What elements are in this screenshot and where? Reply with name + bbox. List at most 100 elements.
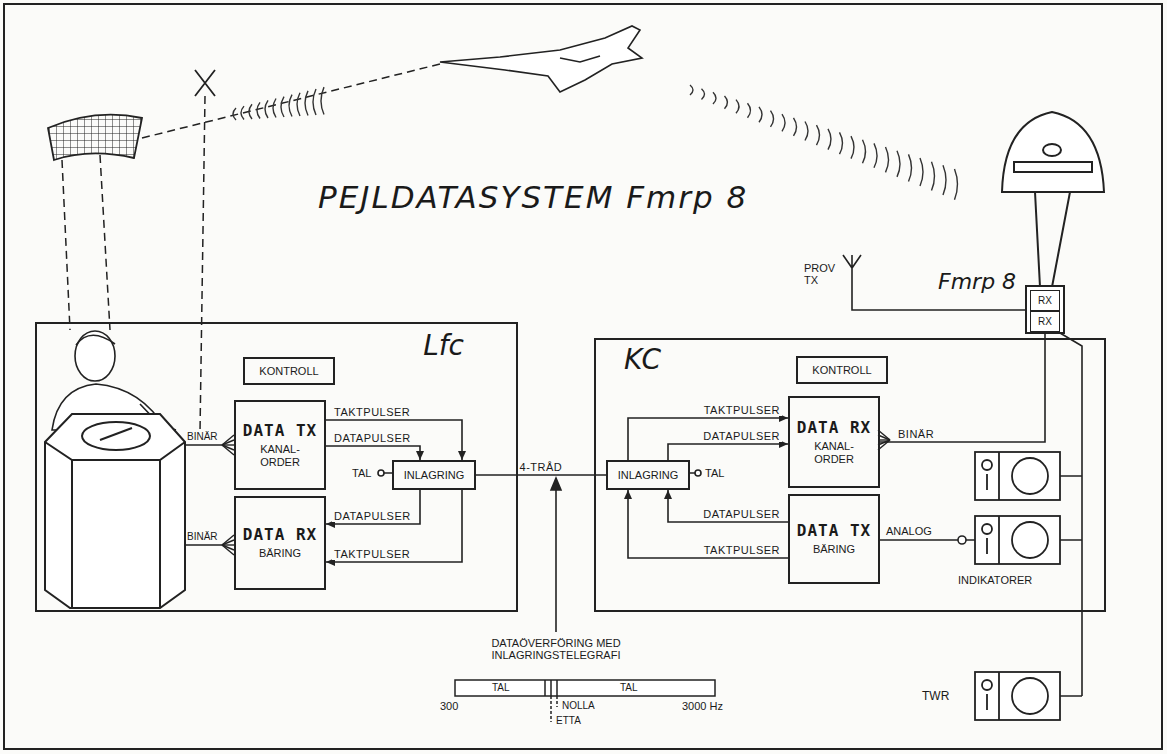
feed-wire xyxy=(1060,333,1082,696)
wave-arc xyxy=(955,169,958,200)
data-unit-box: DATA TXBÄRING xyxy=(788,494,880,584)
frequency-band xyxy=(545,680,557,696)
data-unit-box: DATA TX KANAL- ORDER xyxy=(234,400,326,490)
wave-arc xyxy=(943,165,946,195)
indicator-detail xyxy=(987,672,999,720)
indicator-housing xyxy=(975,672,1060,720)
signal-label: BINÄR xyxy=(187,531,218,542)
box-label: DATA TX xyxy=(243,422,317,440)
diagram-title: PEJLDATASYSTEM Fmrp 8 xyxy=(318,180,748,214)
wave-arc xyxy=(241,106,244,119)
band-label: TAL xyxy=(492,682,510,693)
indicator-screen xyxy=(1012,522,1048,558)
indicator-housing xyxy=(975,516,1060,564)
box-label: KONTROLL xyxy=(259,365,318,378)
box-label: INLAGRING xyxy=(618,469,679,482)
indicator-label: INDIKATORER xyxy=(958,574,1032,586)
signal-label: TAKTPULSER xyxy=(332,548,412,560)
operator-console xyxy=(82,422,150,450)
binary-wire xyxy=(185,445,222,545)
wave-arc xyxy=(840,132,843,154)
indicator-knob xyxy=(982,524,992,534)
wave-arc xyxy=(313,89,316,115)
box-heading: KC xyxy=(624,344,661,376)
box-label: RX xyxy=(1038,295,1052,307)
radome xyxy=(1035,192,1070,287)
wave-arc xyxy=(257,102,260,118)
radome xyxy=(1002,112,1104,287)
signal-line xyxy=(668,490,788,522)
wave-arc xyxy=(289,95,292,117)
operator-console xyxy=(45,414,185,608)
indicator-knob xyxy=(982,460,992,470)
reflector-antenna xyxy=(48,115,142,160)
frequency-value: 3000 Hz xyxy=(682,700,723,712)
wave-arc xyxy=(805,122,808,141)
signal-label: BINÄR xyxy=(187,431,218,442)
indicator-screen xyxy=(1012,678,1048,714)
indicator-label: TWR xyxy=(922,690,949,703)
wave-arc xyxy=(281,97,284,117)
wave-arc xyxy=(886,147,889,172)
fan-stroke xyxy=(222,435,234,445)
box-label: DATA RX xyxy=(797,419,871,437)
wave-arc xyxy=(233,108,236,120)
band-label: TAL xyxy=(620,682,638,693)
indicator-detail xyxy=(987,516,999,564)
cross-antenna xyxy=(195,70,215,96)
wave-arc xyxy=(249,104,252,119)
signal-line xyxy=(326,490,462,562)
fan-stroke xyxy=(222,440,234,445)
box-sublabel: BÄRING xyxy=(259,547,301,560)
center-box: LfcKONTROLL DATA TX KANAL- ORDER DATA RXBÄR… xyxy=(35,322,518,612)
receiver-box: RX xyxy=(1030,311,1060,332)
signal-line xyxy=(880,332,1045,442)
speech-terminal xyxy=(378,470,384,476)
storage-box: INLAGRING xyxy=(392,460,476,490)
box-label: RX xyxy=(1038,316,1052,328)
wave-arc xyxy=(321,87,324,114)
receiver-box: RX xyxy=(1030,290,1060,311)
binary-wire xyxy=(185,445,222,545)
frequency-band xyxy=(455,680,715,696)
bit-label: ETTA xyxy=(556,715,581,726)
beam-line xyxy=(62,160,70,330)
aircraft xyxy=(440,26,642,92)
test-antenna xyxy=(843,255,1026,310)
pointer-arrow xyxy=(551,478,561,632)
beam-line xyxy=(142,64,440,138)
wave-arc xyxy=(265,100,268,118)
speech-terminal xyxy=(695,470,701,476)
feed-wire xyxy=(1060,333,1082,696)
box-sublabel: KANAL- ORDER xyxy=(249,443,311,468)
beam-line xyxy=(200,96,205,432)
analog-wire xyxy=(958,536,966,544)
signal-label: DATAPULSER xyxy=(701,508,782,520)
wave-arc xyxy=(932,162,935,191)
wave-arc xyxy=(817,125,820,145)
wave-arc xyxy=(297,93,300,116)
control-box: KONTROLL xyxy=(796,356,888,384)
wave-arc xyxy=(920,158,923,186)
box-heading: Lfc xyxy=(423,330,464,362)
operator-console xyxy=(72,460,160,608)
wave-arc xyxy=(794,118,797,136)
aircraft xyxy=(440,26,642,92)
radome xyxy=(1043,144,1061,156)
operator-console xyxy=(100,428,132,440)
unit-name: Fmrp 8 xyxy=(938,270,1016,294)
box-sublabel: BÄRING xyxy=(813,543,855,556)
wave-arc xyxy=(713,92,716,104)
signal-label: BINÄR xyxy=(896,428,936,440)
radome xyxy=(1002,112,1104,192)
aircraft xyxy=(560,56,600,62)
terminal-label: TAL xyxy=(352,467,371,479)
fan-stroke xyxy=(222,445,234,455)
frequency-value: 300 xyxy=(440,700,458,712)
wave-arc xyxy=(736,100,739,114)
signal-label: DATAPULSER xyxy=(701,430,782,442)
test-antenna xyxy=(843,255,1026,310)
wave-arc xyxy=(771,111,774,127)
data-unit-box: DATA RXBÄRING xyxy=(234,496,326,590)
